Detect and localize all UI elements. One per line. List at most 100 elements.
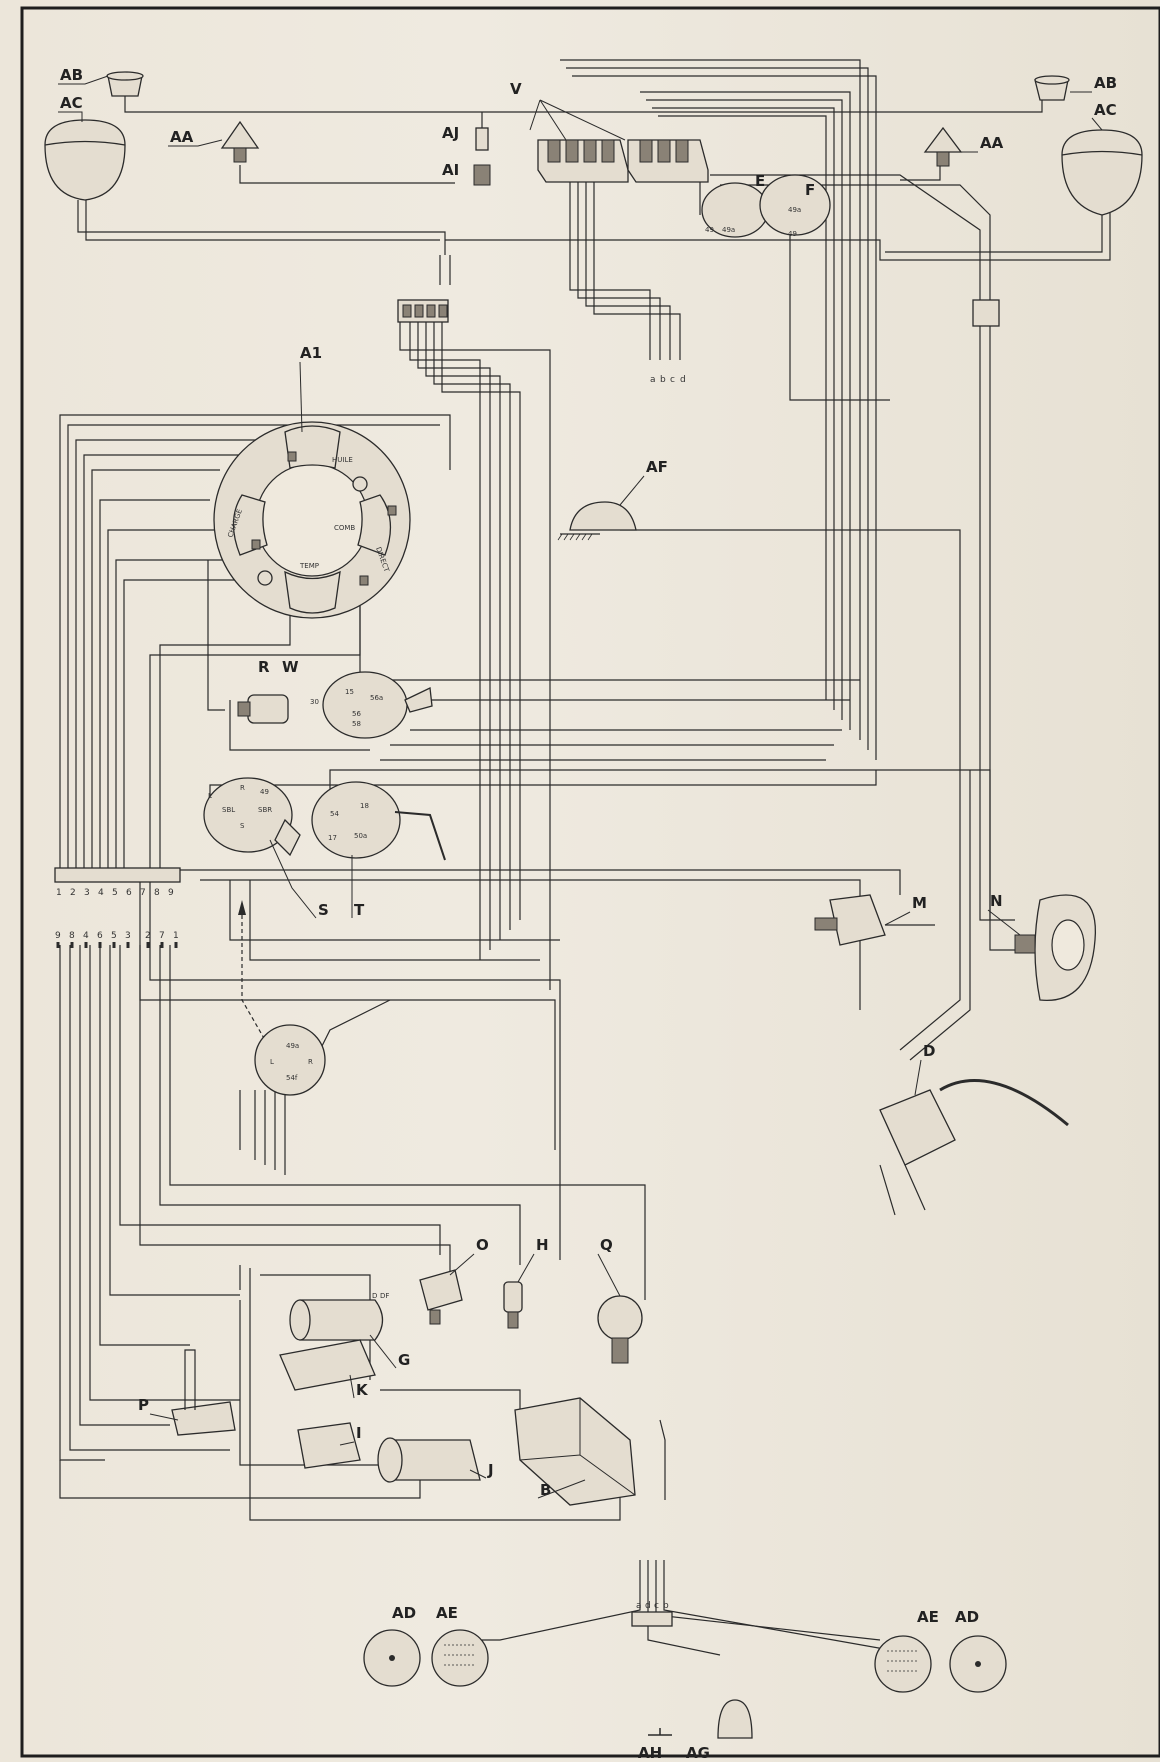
svg-text:Q: Q	[600, 1236, 613, 1254]
svg-text:M: M	[912, 894, 927, 912]
svg-text:6: 6	[97, 931, 103, 941]
svg-text:N: N	[990, 892, 1003, 910]
svg-text:56: 56	[352, 710, 361, 718]
svg-text:AG: AG	[686, 1744, 710, 1762]
lamp-ab-right	[1034, 75, 1070, 101]
svg-text:49a: 49a	[722, 226, 735, 234]
battery-b	[514, 1397, 636, 1506]
svg-text:AA: AA	[980, 134, 1004, 152]
svg-text:30: 30	[310, 698, 319, 706]
svg-text:9: 9	[55, 931, 61, 941]
svg-text:2: 2	[145, 931, 151, 941]
svg-text:R: R	[258, 658, 270, 676]
svg-text:AA: AA	[170, 128, 194, 146]
svg-text:54f: 54f	[286, 1074, 298, 1082]
svg-text:50a: 50a	[354, 832, 367, 840]
wiper-switch-t: 54 18 17 50a	[311, 781, 446, 861]
ignition-switch-w: 15 56a 56 58 30	[310, 671, 433, 739]
svg-text:5: 5	[111, 931, 117, 941]
svg-text:c: c	[654, 1601, 659, 1611]
plate-lamp-ag	[717, 1699, 753, 1739]
svg-text:V: V	[510, 80, 522, 98]
svg-text:2: 2	[70, 888, 76, 898]
svg-text:49a: 49a	[788, 206, 801, 214]
reflector-ad-right	[949, 1635, 1007, 1693]
svg-text:I: I	[356, 1424, 362, 1442]
svg-text:17: 17	[328, 834, 337, 842]
svg-text:15: 15	[345, 688, 354, 696]
svg-text:DF: DF	[380, 1292, 389, 1300]
svg-text:AJ: AJ	[442, 124, 459, 142]
connector-strip-left: 1 2 3 4 5 6 7 8 9	[54, 867, 181, 898]
horn-n	[1014, 894, 1097, 1001]
diagram-frame	[20, 6, 1160, 1758]
svg-text:F: F	[805, 181, 815, 199]
svg-text:7: 7	[140, 888, 146, 898]
svg-text:3: 3	[125, 931, 131, 941]
wire-harness	[59, 59, 1111, 1656]
svg-text:B: B	[540, 1481, 551, 1499]
fuse-box-v-left	[537, 139, 629, 183]
svg-text:c: c	[670, 375, 675, 385]
svg-text:d: d	[680, 375, 686, 385]
svg-text:S: S	[318, 901, 329, 919]
svg-text:G: G	[398, 1351, 410, 1369]
svg-text:8: 8	[69, 931, 75, 941]
svg-text:AD: AD	[392, 1604, 416, 1622]
svg-text:D: D	[923, 1042, 935, 1060]
label-leaders	[58, 75, 1103, 1499]
connector-abcd-rear: a d c b	[631, 1601, 673, 1627]
svg-text:49: 49	[260, 788, 269, 796]
relay-f: 49a 49	[759, 174, 831, 238]
svg-text:AC: AC	[1094, 101, 1117, 119]
junction-block-right	[972, 299, 1000, 327]
svg-text:AE: AE	[917, 1608, 939, 1626]
svg-text:49: 49	[705, 226, 714, 234]
svg-text:H: H	[536, 1236, 549, 1254]
svg-text:L: L	[270, 1058, 274, 1066]
svg-text:4: 4	[83, 931, 89, 941]
junction-block-upper	[397, 299, 449, 323]
svg-text:18: 18	[360, 802, 369, 810]
svg-text:1: 1	[173, 931, 179, 941]
component-labels: AB AC AA AB AC AA AJ AI V E F A1 AF R W …	[60, 66, 1117, 1762]
svg-text:AF: AF	[646, 458, 668, 476]
fuse-aj	[475, 127, 489, 151]
light-switch-s: L R SBL SBR S 49	[203, 777, 301, 857]
horn-aa-left	[220, 120, 260, 163]
headlamp-ac-right	[1061, 129, 1143, 216]
reflector-ad-left	[363, 1629, 421, 1687]
svg-text:AE: AE	[436, 1604, 458, 1622]
svg-text:9: 9	[168, 888, 174, 898]
svg-text:L: L	[208, 792, 212, 800]
svg-text:8: 8	[154, 888, 160, 898]
flasher-relay: 49a L R 54f	[254, 1024, 326, 1096]
stop-switch-o	[419, 1269, 463, 1325]
relay-e: 49 49a	[701, 182, 769, 238]
svg-text:R: R	[240, 784, 245, 792]
svg-text:O: O	[476, 1236, 489, 1254]
svg-text:SBR: SBR	[258, 806, 272, 814]
svg-text:K: K	[356, 1381, 369, 1399]
distributor-d	[879, 1079, 1069, 1216]
connector-strip-lower: 9 8 4 6 5 3 2 7 1	[55, 931, 179, 948]
brake-switch-p	[171, 1349, 236, 1436]
svg-text:49: 49	[788, 230, 797, 238]
generator-g: D DF	[289, 1292, 389, 1341]
horn-aa-right	[923, 126, 963, 167]
temp-sender-q	[597, 1295, 643, 1364]
svg-text:COMB: COMB	[334, 524, 355, 532]
svg-text:54: 54	[330, 810, 339, 818]
svg-text:D: D	[372, 1292, 377, 1300]
svg-text:a: a	[650, 375, 656, 385]
rear-lamp-ae-left	[431, 1629, 489, 1687]
svg-text:b: b	[663, 1601, 669, 1611]
instrument-cluster-a1: HUILE COMB CHARGE TEMP DIRECT	[213, 421, 411, 619]
svg-text:E: E	[755, 172, 765, 190]
starter-motor-j	[377, 1437, 481, 1483]
interior-lamp-af	[557, 501, 637, 541]
svg-text:d: d	[645, 1601, 651, 1611]
svg-text:T: T	[354, 901, 365, 919]
